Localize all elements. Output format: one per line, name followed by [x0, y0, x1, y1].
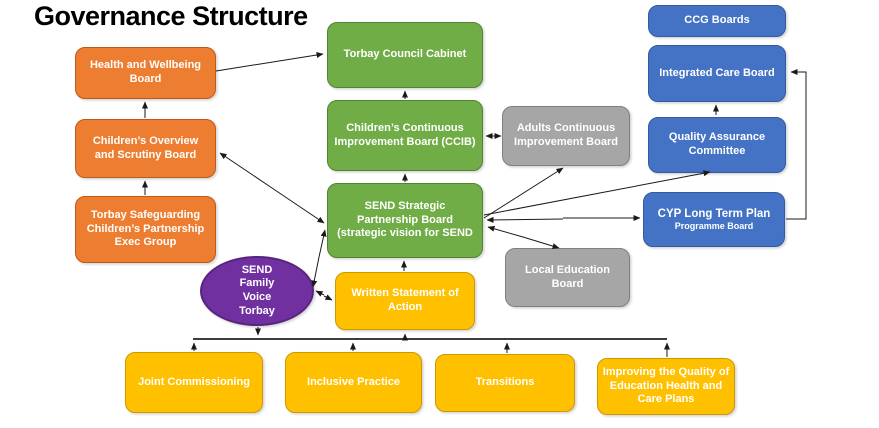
node-label-line: Torbay — [239, 304, 275, 317]
node-inclusive-practice: Inclusive Practice — [285, 352, 422, 413]
node-label: Quality Assurance Committee — [668, 131, 766, 157]
node-improving-quality-ehcp: Improving the Quality of Education Healt… — [597, 358, 735, 415]
node-written-statement-of-action: Written Statement of Action — [335, 272, 475, 330]
node-sublabel: Programme Board — [674, 221, 754, 232]
node-integrated-care-board: Integrated Care Board — [648, 45, 786, 102]
node-label: Children’s Overview and Scrutiny Board — [92, 134, 199, 161]
node-cyp-long-term-plan: CYP Long Term Plan Programme Board — [643, 192, 785, 247]
node-children-overview-scrutiny-board: Children’s Overview and Scrutiny Board — [75, 119, 216, 178]
node-label: Joint Commissioning — [138, 375, 250, 388]
node-transitions: Transitions — [435, 354, 575, 412]
node-label: Health and Wellbeing Board — [89, 59, 202, 85]
node-local-education-board: Local Education Board — [505, 248, 630, 307]
node-ccg-boards: CCG Boards — [648, 5, 786, 37]
node-label-line: SEND — [241, 263, 273, 276]
node-send-strategic-partnership-board: SEND Strategic Partnership Board (strate… — [327, 183, 483, 258]
node-label-line: Voice — [242, 291, 272, 303]
node-label: Torbay Safeguarding Children’s Partnersh… — [86, 208, 205, 249]
node-joint-commissioning: Joint Commissioning — [125, 352, 263, 413]
node-label: CYP Long Term Plan — [657, 207, 771, 220]
node-quality-assurance-committee: Quality Assurance Committee — [648, 117, 786, 173]
node-label-line: Family — [239, 277, 275, 290]
diagram-title: Governance Structure — [34, 1, 308, 31]
node-label: Written Statement of Action — [351, 287, 459, 313]
node-label: Improving the Quality of Education Healt… — [602, 365, 730, 406]
node-send-family-voice-torbay: SEND Family Voice Torbay — [200, 256, 314, 326]
node-health-wellbeing-board: Health and Wellbeing Board — [75, 47, 216, 99]
node-childrens-continuous-improvement-board: Children’s Continuous Improvement Board … — [327, 100, 483, 171]
node-label: Transitions — [475, 376, 535, 389]
node-adults-continuous-improvement-board: Adults Continuous Improvement Board — [502, 106, 630, 166]
node-label: Adults Continuous Improvement Board — [514, 122, 618, 148]
node-label: Local Education Board — [525, 263, 610, 290]
node-label: SEND Strategic Partnership Board (strate… — [337, 199, 473, 240]
node-torbay-safeguarding-partnership-exec-group: Torbay Safeguarding Children’s Partnersh… — [75, 196, 216, 263]
node-label: Integrated Care Board — [659, 66, 775, 79]
node-label: Children’s Continuous Improvement Board … — [334, 121, 476, 148]
node-label: Inclusive Practice — [307, 375, 400, 388]
node-label: CCG Boards — [684, 14, 750, 27]
node-label: Torbay Council Cabinet — [343, 48, 467, 61]
node-torbay-council-cabinet: Torbay Council Cabinet — [327, 22, 483, 88]
